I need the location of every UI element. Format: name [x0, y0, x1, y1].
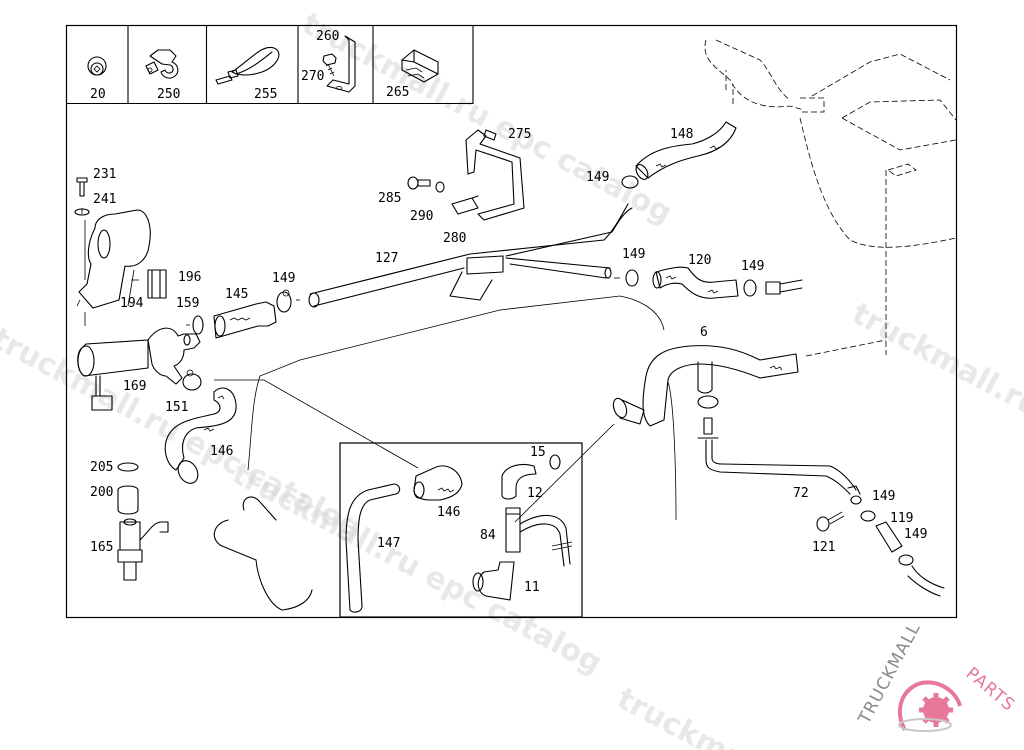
callout-label: 149: [622, 247, 645, 262]
parts-205-200-165: [117, 462, 169, 581]
leader-line: [805, 339, 887, 357]
callout-label: 149: [272, 271, 295, 286]
cap-nut-icon: [87, 56, 107, 76]
hose-outline: [213, 496, 313, 611]
legend-strip: 20 250 255 260 270: [65, 24, 474, 105]
callout-label: 148: [670, 127, 693, 142]
callout-label: 165: [90, 540, 113, 555]
callout-label: 149: [872, 489, 895, 504]
callout-label: 149: [904, 527, 927, 542]
pipe-127: [308, 203, 633, 308]
callout-label: 146: [437, 505, 460, 520]
callout-label: 121: [812, 540, 835, 555]
callout-label: 20: [90, 87, 106, 102]
callout-label: 275: [508, 127, 531, 142]
heater-unit-outline: [704, 39, 957, 355]
callout-label: 6: [700, 325, 708, 340]
callout-label: 241: [93, 192, 116, 207]
callout-label: 127: [375, 251, 398, 266]
gear-icon: [919, 693, 953, 727]
watermark-text: truckmall.ru e: [846, 296, 1024, 439]
callout-label: 147: [377, 536, 400, 551]
logo-text-parts: PARTS: [962, 664, 1019, 716]
logo-text-truckmall: TRUCKMALL: [854, 619, 925, 728]
callout-label: 255: [254, 87, 277, 102]
logo-arc: [897, 680, 962, 731]
bracket-assembly: [74, 177, 167, 309]
callout-label: 285: [378, 191, 401, 206]
hose-145-assembly: [186, 289, 300, 339]
clamp-bracket-icon: [401, 49, 439, 83]
hose-clip-icon: [145, 49, 179, 79]
watermarks: truckmall.ru epc catalog truckmall.ru ep…: [0, 6, 1024, 750]
cable-tie-icon: [215, 46, 280, 85]
callout-label: 196: [178, 270, 201, 285]
callout-label: 260: [316, 29, 339, 44]
callout-label: 11: [524, 580, 540, 595]
watermark-text: truckmall.ru epc catalog: [296, 6, 677, 231]
water-pump: [77, 312, 201, 411]
callout-label: 250: [157, 87, 180, 102]
callout-label: 194: [120, 296, 144, 311]
switch-bracket-assembly: [407, 129, 525, 221]
callout-label: 146: [210, 444, 233, 459]
angle-bracket-icon: [326, 35, 356, 93]
hose-146-left: [164, 369, 419, 484]
pipe-72-assembly: [697, 395, 945, 597]
watermark-text: truckmall.ru epc catalog: [226, 456, 607, 681]
hose-6: [247, 295, 799, 521]
callout-label: 169: [123, 379, 146, 394]
hose-148-assembly: [621, 121, 737, 189]
truckmall-parts-logo: TRUCKMALL PARTS: [854, 619, 1019, 732]
callout-label: 270: [301, 69, 324, 84]
callout-label: 15: [530, 445, 546, 460]
logo-swoosh: [898, 718, 952, 732]
callout-label: 119: [890, 511, 913, 526]
callout-label: 84: [480, 528, 496, 543]
callout-label: 290: [410, 209, 433, 224]
hose-120-assembly: [614, 266, 803, 299]
callout-label: 159: [176, 296, 199, 311]
callout-label: 205: [90, 460, 113, 475]
callout-label: 231: [93, 167, 116, 182]
inset-box: [339, 423, 615, 618]
callout-label: 280: [443, 231, 466, 246]
watermark-text: truckmall: [611, 681, 769, 750]
callout-label: 200: [90, 485, 113, 500]
callout-label: 149: [586, 170, 609, 185]
callout-label: 72: [793, 486, 809, 501]
callout-label: 149: [741, 259, 764, 274]
callout-label: 12: [527, 486, 543, 501]
callout-label: 120: [688, 253, 711, 268]
callout-label: 145: [225, 287, 248, 302]
screw-icon: [322, 53, 337, 77]
callout-label: 265: [386, 85, 409, 100]
callout-label: 151: [165, 400, 188, 415]
